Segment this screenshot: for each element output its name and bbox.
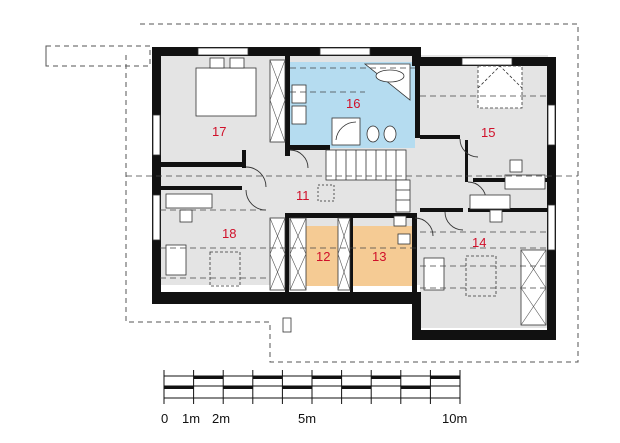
attic-hatch: [317, 184, 335, 202]
chair-15: [509, 159, 523, 173]
sofa-14: [423, 257, 445, 291]
washbasin-1: [291, 84, 307, 104]
scale-label-2m: 2m: [212, 411, 230, 426]
scale-label-0: 0: [161, 411, 168, 426]
staircase: [325, 149, 411, 213]
dashed-lines: [126, 67, 578, 289]
scale-segment: [164, 386, 194, 389]
scale-segment: [282, 386, 312, 389]
scale-segment: [223, 386, 253, 389]
scale-segment: [193, 376, 224, 379]
room-number-11: 11: [296, 188, 310, 203]
chair-14: [489, 209, 503, 223]
scale-segment: [400, 386, 431, 389]
scale-bar: 0 1m 2m 5m 10m: [161, 370, 467, 426]
toilet: [366, 125, 380, 143]
room-number-18: 18: [222, 226, 236, 241]
window-15-top: [461, 57, 513, 66]
scale-segment: [341, 386, 372, 389]
room-number-17: 17: [212, 124, 226, 139]
window-18-left: [152, 194, 161, 241]
bidet: [383, 125, 397, 143]
room-number-16: 16: [346, 96, 360, 111]
double-bed-17: [195, 67, 257, 117]
furniture: [165, 57, 546, 333]
room-number-13: 13: [372, 249, 386, 264]
table-14: [465, 255, 497, 297]
bed-15: [477, 65, 523, 109]
scale-label-5m: 5m: [298, 411, 316, 426]
room-number-12: 12: [316, 249, 330, 264]
table-18: [209, 251, 241, 287]
scale-segment: [252, 376, 283, 379]
windows: [152, 47, 556, 251]
scale-segment: [430, 376, 460, 379]
room-numbers: 17 16 15 11 18 14 12 13: [212, 96, 495, 264]
washbasin-2: [291, 105, 307, 125]
window-17-left: [152, 114, 161, 156]
desk-15: [504, 174, 546, 190]
shower: [331, 117, 361, 146]
room-number-14: 14: [472, 235, 486, 250]
window-17-top: [197, 47, 249, 56]
window-15-right: [547, 104, 556, 146]
wardrobes: [269, 59, 547, 326]
bathroom-fixtures: [291, 63, 411, 245]
sofa-18: [165, 244, 187, 276]
desk-18: [165, 193, 213, 209]
desk-14: [469, 194, 511, 210]
scale-segment: [312, 376, 342, 379]
room-number-15: 15: [481, 125, 495, 140]
scale-segment: [371, 376, 401, 379]
window-16-top: [319, 47, 371, 56]
chair-18: [179, 209, 193, 223]
window-14-right: [547, 204, 556, 251]
scale-label-1m: 1m: [182, 411, 200, 426]
scale-label-10m: 10m: [442, 411, 467, 426]
